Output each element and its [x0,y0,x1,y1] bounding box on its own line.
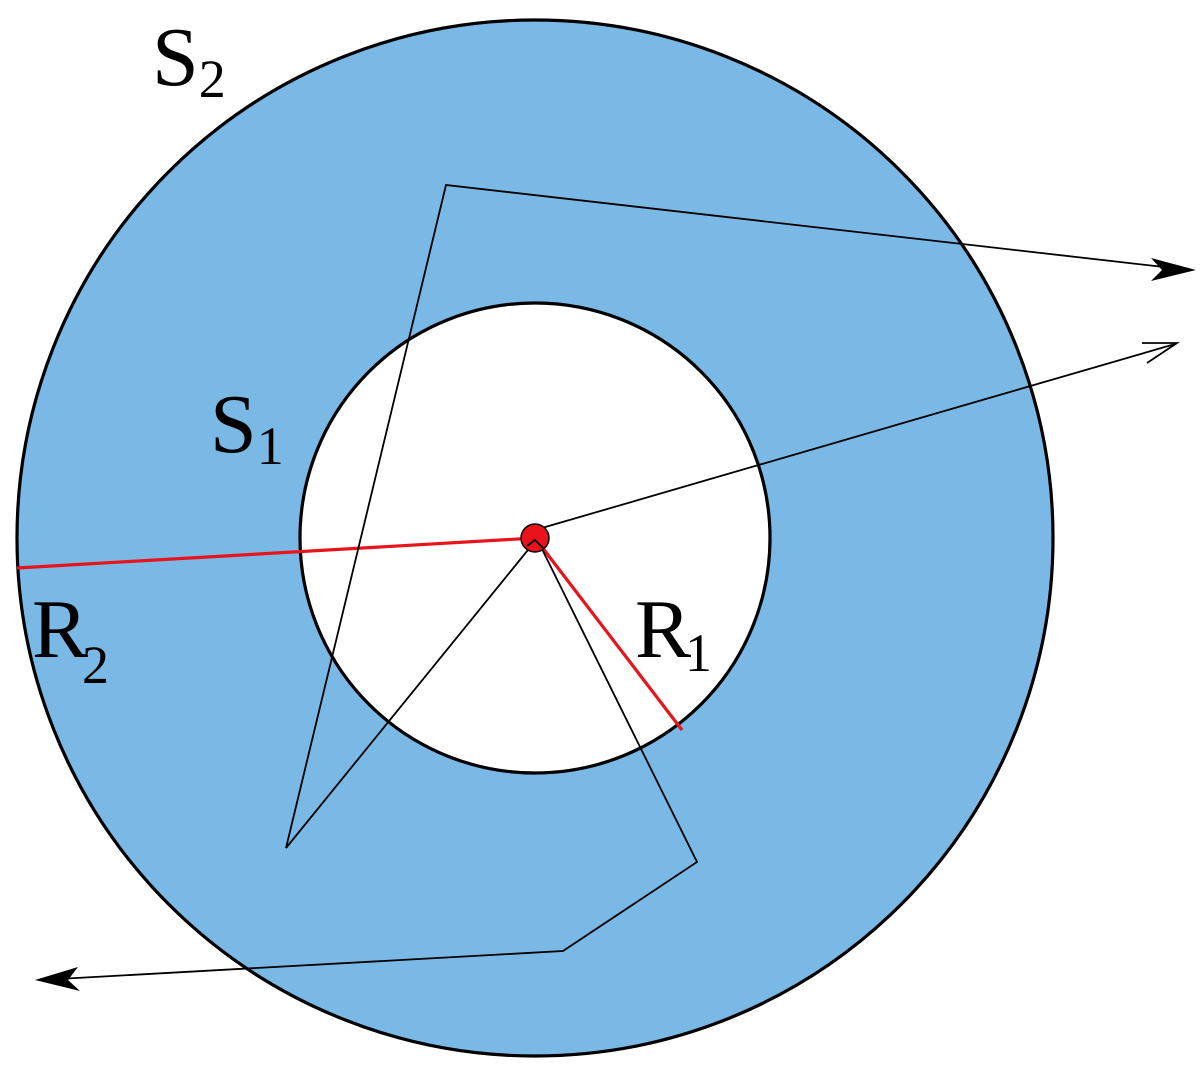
label-s2: S2 [152,11,226,109]
arrowhead-icon [1151,258,1196,281]
radius-r2-line [16,536,536,570]
label-r1: R1 [635,583,712,683]
source-point-icon [520,523,550,553]
photon-path-3 [39,544,699,981]
arrowhead-icon [1142,342,1180,364]
source-point-tick-icon [526,538,544,549]
label-r2: R2 [32,583,109,695]
photon-path-1 [534,343,1176,531]
radius-r1-line [533,537,684,731]
label-s1: S1 [210,378,284,476]
arrowhead-icon [35,967,80,991]
photon-path-2 [285,184,1191,849]
